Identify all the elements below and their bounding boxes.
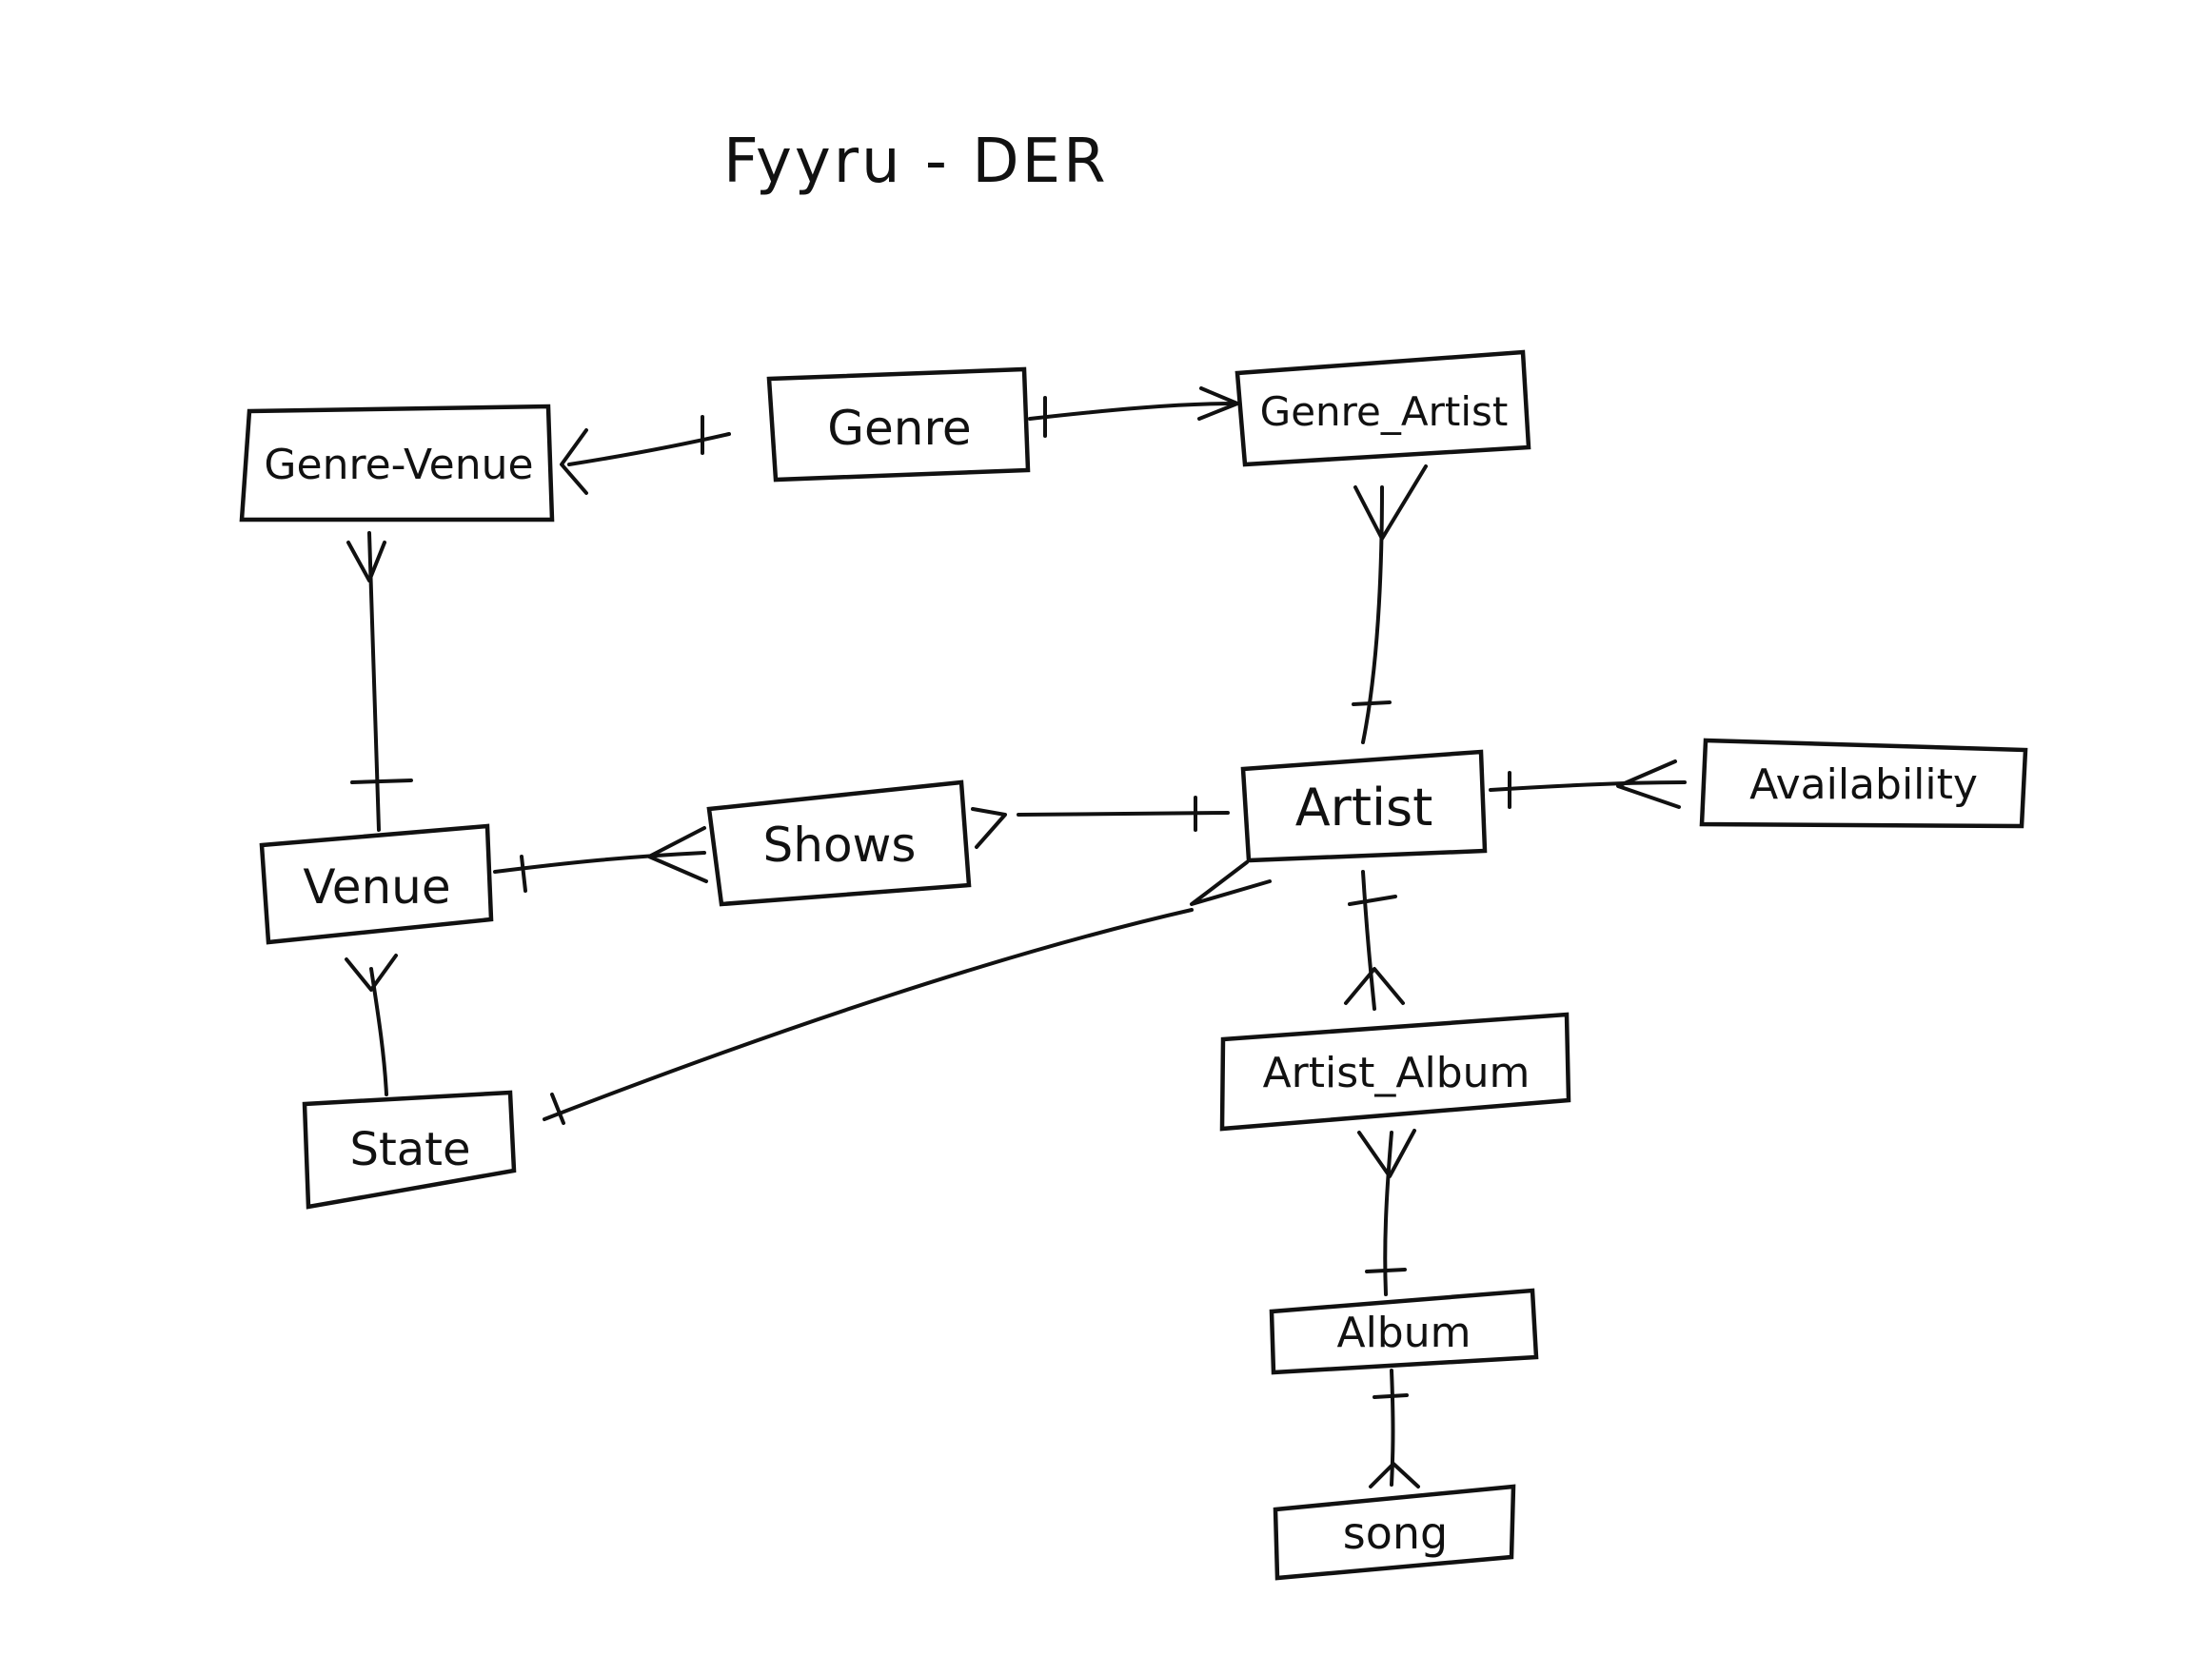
entity-song: song (1342, 1508, 1449, 1559)
rel-artistalbum-many-mark-2 (1357, 1129, 1416, 1178)
artist-album-box (1219, 1012, 1571, 1132)
genre-box (766, 366, 1031, 483)
rel-availability-many-mark (1616, 759, 1681, 809)
rel-artist-availability-line (1489, 780, 1687, 792)
genre-artist-box (1234, 349, 1531, 467)
entity-genre: Genre (827, 401, 972, 456)
rel-genrevenue-many-mark-2 (346, 541, 386, 582)
rel-artistalbum-many-mark (1344, 967, 1405, 1005)
rel-genreartist-artist-line (1361, 485, 1384, 744)
entity-availability: Availability (1749, 759, 1978, 809)
rel-state-one-mark (550, 1093, 565, 1125)
entity-album: Album (1336, 1308, 1471, 1357)
rel-song-many-mark (1369, 1462, 1420, 1488)
entity-artist: Artist (1294, 777, 1433, 838)
rel-album-one-mark-2 (1373, 1393, 1409, 1399)
rel-artistalbum-album-line (1383, 1131, 1393, 1296)
rel-genre-genreartist-line (1028, 402, 1237, 421)
venue-box (259, 823, 494, 945)
rel-artist-one-mark-4 (1348, 895, 1397, 906)
rel-shows-artist-line (1017, 811, 1230, 817)
rel-genrevenue-many-mark (560, 428, 588, 495)
entity-artist-album: Artist_Album (1262, 1048, 1531, 1097)
rel-venue-one-mark (350, 779, 413, 784)
entity-shows: Shows (762, 818, 917, 873)
rel-artist-artistalbum-line (1361, 870, 1376, 1011)
rel-artist-one-mark (1352, 700, 1392, 706)
rel-shows-many-mark (647, 826, 708, 883)
album-box (1269, 1288, 1539, 1375)
rel-venue-one-mark-2 (520, 855, 527, 893)
genre-venue-box (239, 404, 555, 522)
rel-genreartist-many-mark (1197, 386, 1239, 421)
shows-box (706, 779, 972, 907)
rel-state-artist-line (543, 908, 1194, 1121)
rel-genreartist-many-mark-2 (1353, 464, 1428, 541)
rel-artist-many-mark-2 (1190, 860, 1272, 906)
entity-venue: Venue (303, 859, 451, 915)
rel-venue-many-mark (345, 954, 398, 992)
entity-genre-artist: Genre_Artist (1259, 387, 1509, 435)
rel-album-one-mark (1365, 1268, 1407, 1273)
entity-genre-venue: Genre-Venue (264, 440, 534, 489)
artist-box (1240, 749, 1488, 863)
diagram-title: Fyyru - DER (723, 127, 1109, 197)
song-box (1273, 1484, 1516, 1581)
state-box (302, 1090, 517, 1210)
rel-album-song-line (1390, 1369, 1395, 1487)
rel-genrevenue-genre-line (567, 432, 731, 466)
availability-box (1699, 738, 2028, 829)
rel-shows-many-mark-2 (971, 807, 1007, 849)
entity-state: State (349, 1123, 471, 1176)
